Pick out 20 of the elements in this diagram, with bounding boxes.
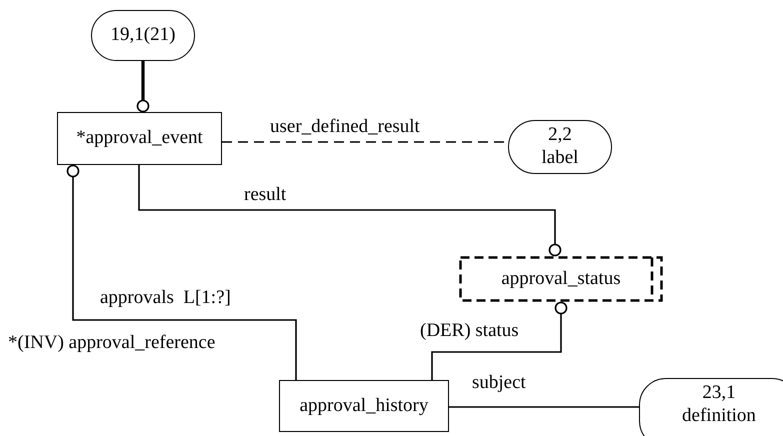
rounded-reference-box xyxy=(508,120,612,174)
node-label: 19,1(21) xyxy=(110,24,176,47)
node-label: approval_history xyxy=(300,394,428,418)
relationship-line xyxy=(136,61,150,112)
rounded-reference-box xyxy=(639,378,783,436)
relationship-line xyxy=(431,302,568,380)
attribute-label: *(INV) approval_reference xyxy=(7,333,216,354)
node-label: 2,2 label xyxy=(540,124,580,170)
node-label: *approval_event xyxy=(76,127,203,150)
rounded-reference-box xyxy=(91,10,195,61)
relationship-line xyxy=(138,165,562,256)
dashed-type-box xyxy=(459,256,663,302)
entity-box xyxy=(57,112,222,165)
node-label: approval_status xyxy=(501,268,621,290)
relationship-line xyxy=(66,164,297,380)
edge-label: subject xyxy=(470,373,528,394)
node-label: 23,1 definition xyxy=(681,382,757,428)
edge-label: (DER) status xyxy=(418,321,521,342)
entity-box xyxy=(279,380,449,432)
relationship-line xyxy=(449,406,639,408)
